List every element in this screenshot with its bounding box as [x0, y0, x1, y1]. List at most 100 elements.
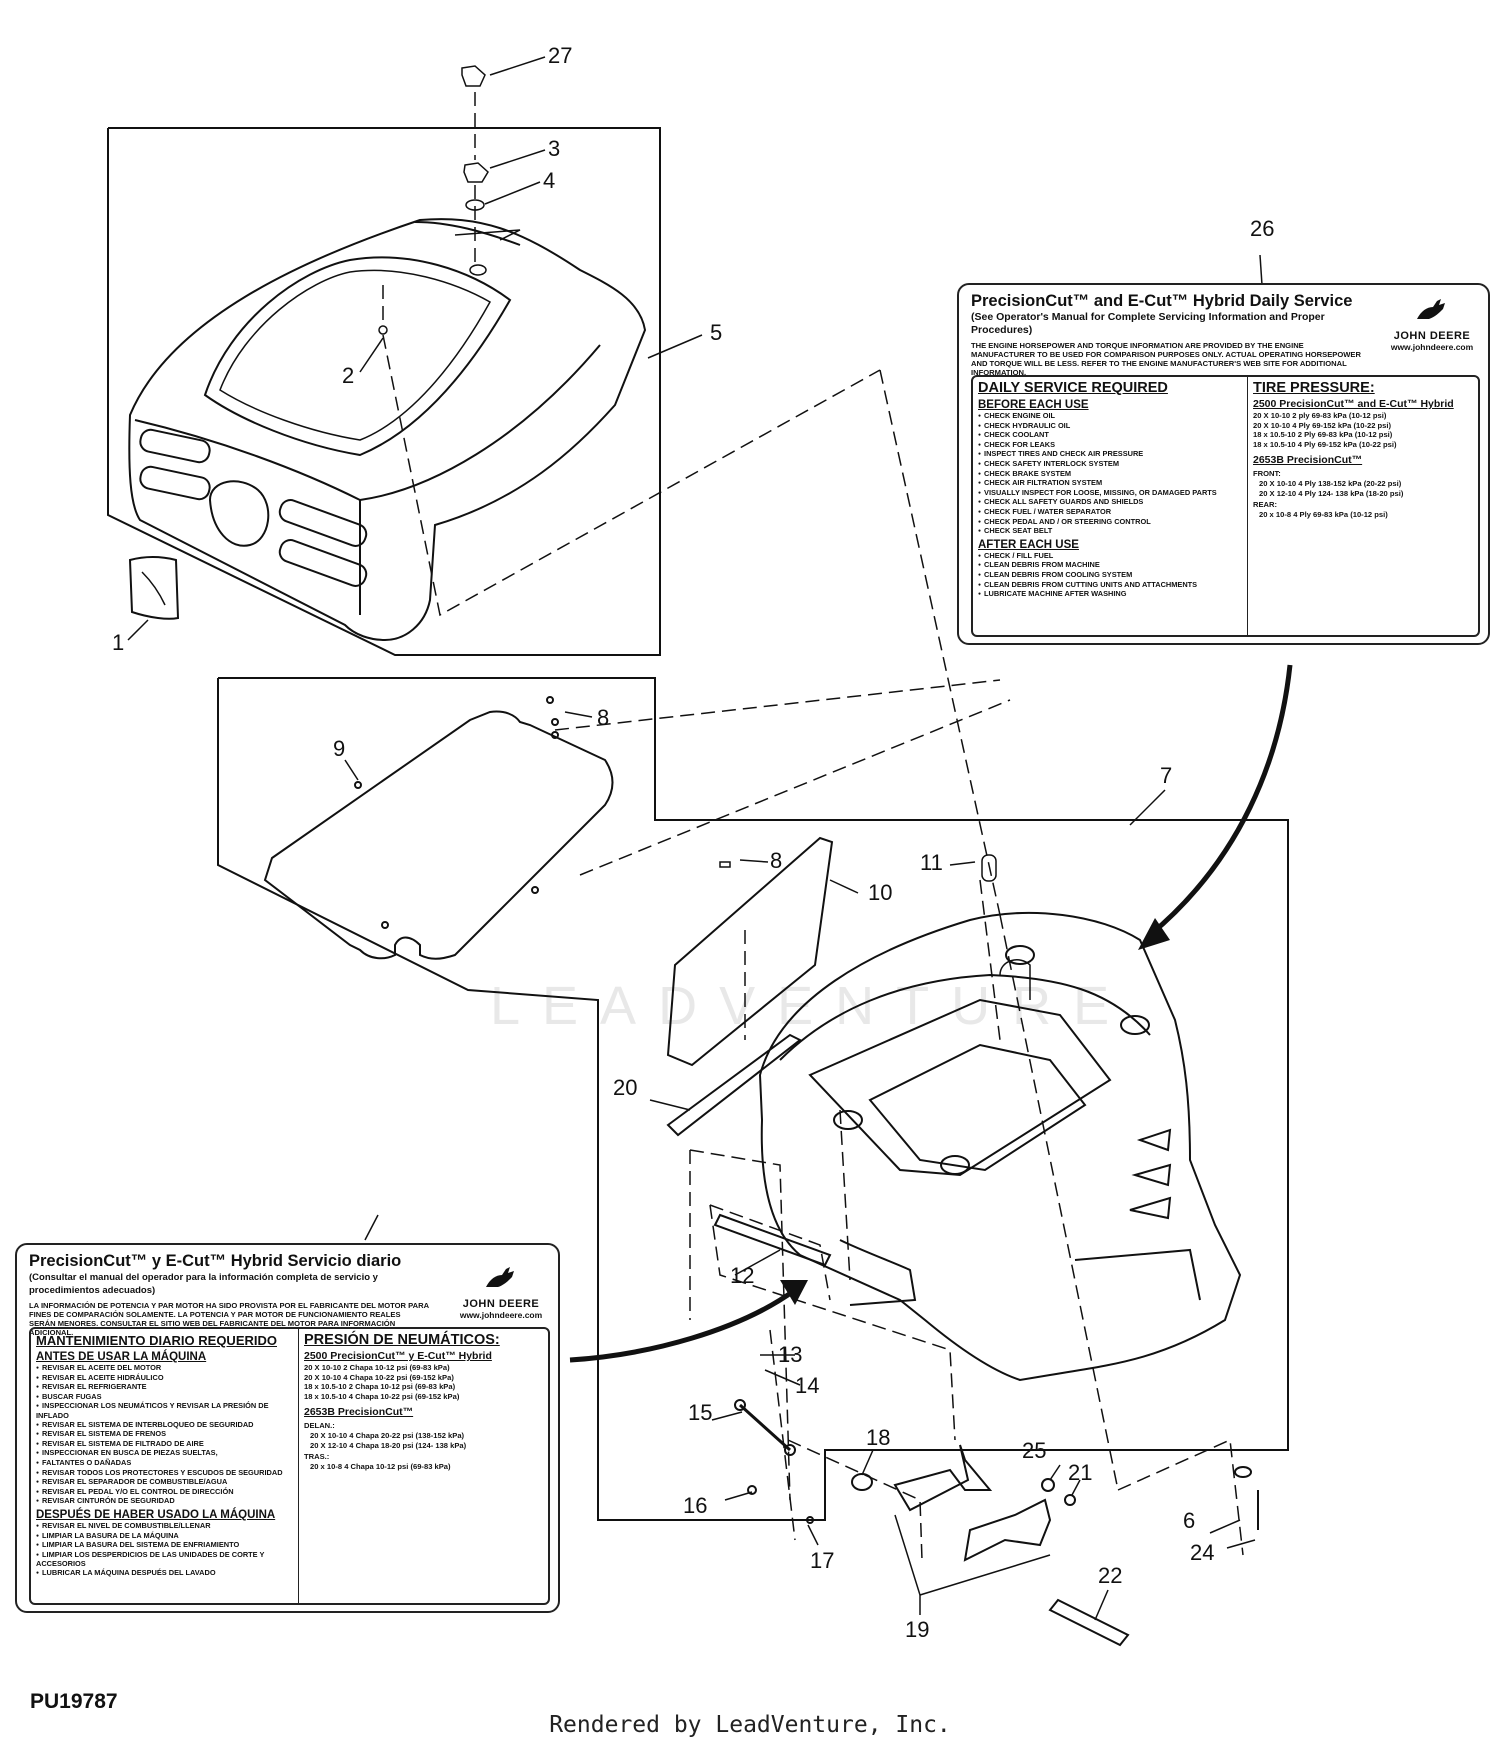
brand-url: www.johndeere.com — [1390, 342, 1474, 352]
after-list: CHECK / FILL FUEL CLEAN DEBRIS FROM MACH… — [978, 551, 1242, 600]
list-item: REVISAR EL ACEITE HIDRÁULICO — [36, 1373, 293, 1384]
rod-15 — [738, 1403, 792, 1452]
hood-window — [203, 256, 512, 457]
tire-spec: 20 x 10-8 4 Chapa 10-12 psi (69-83 kPa) — [310, 1461, 451, 1471]
callout-22: 22 — [1098, 1563, 1122, 1588]
list-item: CHECK HYDRAULIC OIL — [978, 421, 1242, 432]
callout-26: 26 — [1250, 216, 1274, 241]
tire-spec: 20 X 10-10 2 ply 69-83 kPa (10-12 psi) — [1253, 411, 1387, 420]
decal-panel: DAILY SERVICE REQUIRED BEFORE EACH USE C… — [971, 375, 1480, 637]
bushing-11 — [981, 854, 997, 882]
list-item: REVISAR EL SEPARADOR DE COMBUSTIBLE/AGUA — [36, 1477, 293, 1488]
list-item: INSPECT TIRES AND CHECK AIR PRESSURE — [978, 450, 1242, 460]
seal-strip-20 — [666, 1033, 802, 1137]
decal-subtitle: (Consultar el manual del operador para l… — [29, 1272, 378, 1296]
decal-disclaimer: LA INFORMACIÓN DE POTENCIA Y PAR MOTOR H… — [29, 1301, 429, 1337]
list-item: CHECK PEDAL AND / OR STEERING CONTROL — [978, 517, 1242, 528]
mat-group-frame — [217, 677, 1289, 1521]
before-heading: ANTES DE USAR LA MÁQUINA — [36, 1351, 207, 1363]
daily-heading: MANTENIMIENTO DIARIO REQUERIDO — [36, 1333, 277, 1348]
grille-slot — [278, 539, 368, 587]
decal-subtitle: (See Operator's Manual for Complete Serv… — [971, 311, 1325, 336]
after-heading: AFTER EACH USE — [978, 538, 1079, 551]
watermark: LEADVENTURE — [490, 976, 1132, 1036]
front-label: DELAN.: — [304, 1421, 335, 1431]
callout-19: 19 — [905, 1617, 929, 1642]
decal-27-spanish: PrecisionCut™ y E-Cut™ Hybrid Servicio d… — [15, 1243, 560, 1613]
tube-12 — [713, 1213, 832, 1267]
after-heading: DESPUÉS DE HABER USADO LA MÁQUINA — [36, 1508, 276, 1521]
john-deere-brand: JOHN DEERE www.johndeere.com — [1377, 295, 1487, 352]
daily-heading: DAILY SERVICE REQUIRED — [978, 380, 1168, 396]
brand-url: www.johndeere.com — [459, 1310, 543, 1320]
list-item: REVISAR EL SISTEMA DE INTERBLOQUEO DE SE… — [36, 1420, 293, 1431]
list-item: INSPECCIONAR LOS NEUMÁTICOS Y REVISAR LA… — [36, 1402, 293, 1420]
hood-emblem-recess — [208, 480, 270, 547]
list-item: CLEAN DEBRIS FROM CUTTING UNITS AND ATTA… — [978, 580, 1242, 591]
tire-heading: TIRE PRESSURE: — [1253, 380, 1375, 396]
list-item: CHECK FOR LEAKS — [978, 440, 1242, 451]
tire-spec: 20 X 10-10 4 Ply 138-152 kPa (20-22 psi) — [1259, 478, 1402, 488]
before-heading: BEFORE EACH USE — [978, 399, 1089, 411]
callout-8b: 8 — [770, 848, 782, 873]
callout-6: 6 — [1183, 1508, 1195, 1533]
deere-emblem-decal — [128, 556, 180, 620]
list-item: CHECK ALL SAFETY GUARDS AND SHIELDS — [978, 498, 1242, 508]
list-item: CLEAN DEBRIS FROM COOLING SYSTEM — [978, 570, 1242, 581]
callout-24: 25 — [1022, 1438, 1046, 1463]
list-item: CHECK COOLANT — [978, 431, 1242, 441]
tire-spec: 20 x 10-8 4 Ply 69-83 kPa (10-12 psi) — [1259, 509, 1388, 519]
list-item: CHECK ENGINE OIL — [978, 411, 1242, 422]
tire-spec: 20 X 10-10 4 Chapa 10-22 psi (69-152 kPa… — [304, 1372, 454, 1382]
callout-12: 12 — [730, 1263, 754, 1288]
list-item: REVISAR EL SISTEMA DE FILTRADO DE AIRE — [36, 1439, 293, 1450]
rear-label: TRAS.: — [304, 1452, 330, 1462]
list-item: LUBRICAR LA MÁQUINA DESPUÉS DEL LAVADO — [36, 1568, 293, 1579]
callout-5: 5 — [710, 320, 722, 345]
decal-title: PrecisionCut™ and E-Cut™ Hybrid Daily Se… — [971, 292, 1353, 310]
list-item: LIMPIAR LA BASURA DEL SISTEMA DE ENFRIAM… — [36, 1540, 293, 1551]
tire-spec: 20 X 10-10 4 Ply 69-152 kPa (10-22 psi) — [1253, 420, 1392, 430]
arrow-decal-26 — [1148, 664, 1293, 937]
callout-7: 7 — [1160, 763, 1172, 788]
tire-heading: PRESIÓN DE NEUMÁTICOS: — [304, 1332, 500, 1348]
tire-spec: 18 x 10.5-10 4 Ply 69-152 kPa (10-22 psi… — [1253, 439, 1397, 449]
list-item: REVISAR EL PEDAL Y/O EL CONTROL DE DIREC… — [36, 1487, 293, 1498]
grille-slot — [139, 428, 211, 464]
callout-4: 4 — [543, 168, 555, 193]
decal-disclaimer: THE ENGINE HORSEPOWER AND TORQUE INFORMA… — [971, 341, 1361, 377]
callout-21: 21 — [1068, 1460, 1092, 1485]
grille-slot — [278, 499, 368, 547]
render-credit: Rendered by LeadVenture, Inc. — [549, 1712, 951, 1738]
bracket-19 — [893, 1444, 993, 1512]
access-panel-10 — [666, 836, 834, 1067]
model-a: 2500 PrecisionCut™ and E-Cut™ Hybrid — [1253, 398, 1454, 410]
list-item: REVISAR EL NIVEL DE COMBUSTIBLE/LLENAR — [36, 1521, 293, 1532]
list-item: CHECK AIR FILTRATION SYSTEM — [978, 479, 1242, 489]
callout-16: 16 — [683, 1493, 707, 1518]
latch-25 — [461, 65, 486, 87]
brand-name: JOHN DEERE — [1393, 330, 1471, 342]
latch-3 — [463, 162, 489, 183]
seat-base-7 — [758, 912, 1242, 1382]
callout-15: 15 — [688, 1400, 712, 1425]
front-label: FRONT: — [1253, 469, 1281, 479]
list-item: CHECK BRAKE SYSTEM — [978, 469, 1242, 480]
brand-name: JOHN DEERE — [462, 1298, 540, 1310]
list-item: CHECK SAFETY INTERLOCK SYSTEM — [978, 459, 1242, 470]
before-list: REVISAR EL ACEITE DEL MOTOR REVISAR EL A… — [36, 1363, 293, 1507]
decal-title: PrecisionCut™ y E-Cut™ Hybrid Servicio d… — [29, 1252, 402, 1270]
callout-11: 11 — [920, 850, 943, 875]
callout-17: 17 — [810, 1548, 834, 1573]
tire-spec: 20 X 10-10 2 Chapa 10-12 psi (69-83 kPa) — [304, 1363, 450, 1372]
john-deere-brand: JOHN DEERE www.johndeere.com — [447, 1263, 555, 1320]
tire-spec: 20 X 10-10 4 Chapa 20-22 psi (138-152 kP… — [310, 1430, 465, 1440]
list-item: BUSCAR FUGAS — [36, 1392, 293, 1403]
tire-spec: 18 x 10.5-10 2 Chapa 10-12 psi (69-83 kP… — [304, 1382, 456, 1392]
callout-18: 18 — [866, 1425, 890, 1450]
hood-group-frame — [107, 127, 661, 656]
grille-slot — [139, 465, 211, 501]
decal-panel: MANTENIMIENTO DIARIO REQUERIDO ANTES DE … — [29, 1327, 550, 1605]
callout-3: 3 — [548, 136, 560, 161]
